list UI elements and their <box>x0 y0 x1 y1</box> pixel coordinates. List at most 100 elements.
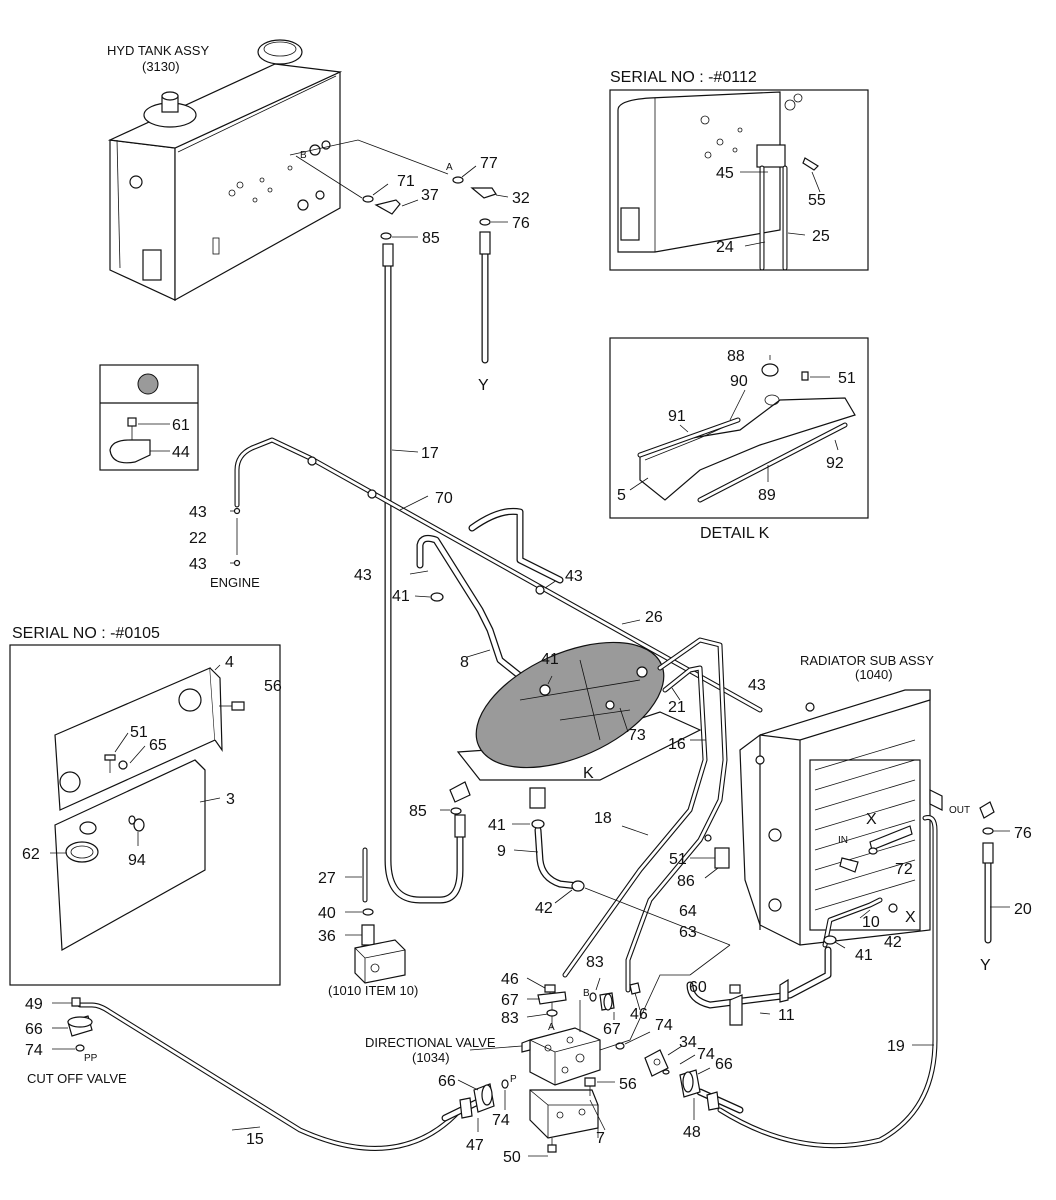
port-a-valve: A <box>548 1022 555 1033</box>
callout-32: 32 <box>512 190 530 207</box>
callout-10: 10 <box>862 914 880 931</box>
callout-numbers: 77 71 37 32 76 85 45 55 24 25 88 51 90 9… <box>22 155 1032 1166</box>
inset-serial-0112: SERIAL NO : -#0112 <box>609 69 869 271</box>
callout-42-radiator: 42 <box>884 934 902 951</box>
radiator-assembly: RADIATOR SUB ASSY (1040) OUT IN X X <box>690 653 995 946</box>
radiator-title: RADIATOR SUB ASSY <box>800 653 934 668</box>
clamp-legend-box <box>99 364 199 471</box>
callout-51-detail: 51 <box>838 370 856 387</box>
hose-9 <box>440 781 585 904</box>
callout-18: 18 <box>594 810 612 827</box>
hyd-tank-ref: (3130) <box>142 59 180 74</box>
port-b-tank: B <box>300 150 307 161</box>
callout-74-cutoff: 74 <box>25 1042 43 1059</box>
callout-83-bottom: 83 <box>501 1010 519 1027</box>
callout-4: 4 <box>225 654 234 671</box>
directional-valve: DIRECTIONAL VALVE (1034) A B <box>365 988 615 1157</box>
callout-45: 45 <box>716 165 734 182</box>
port-out-label: OUT <box>949 805 970 816</box>
callout-83-top: 83 <box>586 954 604 971</box>
callout-72: 72 <box>895 861 913 878</box>
port-a-tank: A <box>446 162 453 173</box>
valve-fittings <box>526 974 696 1077</box>
callout-40: 40 <box>318 905 336 922</box>
tank-fittings <box>295 155 509 240</box>
callout-64: 64 <box>679 903 697 920</box>
item-1010-block: (1010 ITEM 10) <box>328 847 418 998</box>
callout-70: 70 <box>435 490 453 507</box>
hyd-tank-assembly: HYD TANK ASSY (3130) B A <box>107 39 453 302</box>
callout-3: 3 <box>226 791 235 808</box>
callout-41-hose9: 41 <box>488 817 506 834</box>
callout-41-hose8: 41 <box>392 588 410 605</box>
callout-43-radiator: 43 <box>748 677 766 694</box>
callout-65: 65 <box>149 737 167 754</box>
item-1010-ref: (1010 ITEM 10) <box>328 983 418 998</box>
callout-24: 24 <box>716 239 734 256</box>
callout-91: 91 <box>668 408 686 425</box>
callout-9: 9 <box>497 843 506 860</box>
hyd-tank-title: HYD TANK ASSY <box>107 43 209 58</box>
pipe-19 <box>717 815 938 1149</box>
y-label-top: Y <box>478 377 489 394</box>
pipe-70: ENGINE <box>210 437 763 713</box>
callout-56-valve: 56 <box>619 1076 637 1093</box>
callout-25: 25 <box>812 228 830 245</box>
hose-17 <box>382 243 466 904</box>
callout-85-mid: 85 <box>409 803 427 820</box>
callout-43-pipe70: 43 <box>565 568 583 585</box>
callout-19: 19 <box>887 1038 905 1055</box>
callout-43-engine-top: 43 <box>189 504 207 521</box>
callout-47: 47 <box>466 1137 484 1154</box>
callout-27: 27 <box>318 870 336 887</box>
callout-46-right: 46 <box>630 1006 648 1023</box>
callout-41-plate: 41 <box>541 651 559 668</box>
port-x-label-2: X <box>905 909 916 926</box>
callout-16: 16 <box>668 736 686 753</box>
callout-22: 22 <box>189 530 207 547</box>
port-x-label-1: X <box>866 811 877 828</box>
hose-20: Y <box>980 827 1010 974</box>
callout-46-left: 46 <box>501 971 519 988</box>
serial-0112-title: SERIAL NO : -#0112 <box>610 69 757 86</box>
hose-10 <box>822 897 883 949</box>
inset-serial-0105: SERIAL NO : -#0105 <box>9 625 281 986</box>
port-p-label: P <box>510 1074 517 1085</box>
callout-48: 48 <box>683 1124 701 1141</box>
directional-valve-ref: (1034) <box>412 1050 450 1065</box>
hose-ends-47-48: P <box>441 1067 744 1132</box>
callout-7: 7 <box>596 1130 605 1147</box>
callout-17: 17 <box>421 445 439 462</box>
callout-76-top: 76 <box>512 215 530 232</box>
callout-43-engine-bottom: 43 <box>189 556 207 573</box>
callout-74-left: 74 <box>492 1112 510 1129</box>
callout-71: 71 <box>397 173 415 190</box>
radiator-ref: (1040) <box>855 667 893 682</box>
callout-26: 26 <box>645 609 663 626</box>
callout-61: 61 <box>172 417 190 434</box>
serial-0105-title: SERIAL NO : -#0105 <box>12 625 160 642</box>
callout-92: 92 <box>826 455 844 472</box>
callout-21: 21 <box>668 699 686 716</box>
callout-85-top: 85 <box>422 230 440 247</box>
detail-k-title: DETAIL K <box>700 525 770 542</box>
callout-50: 50 <box>503 1149 521 1166</box>
callout-67-right: 67 <box>603 1021 621 1038</box>
callout-5: 5 <box>617 487 626 504</box>
callout-88: 88 <box>727 348 745 365</box>
hose-11 <box>686 946 832 1026</box>
callout-43-hose8: 43 <box>354 567 372 584</box>
callout-66-right: 66 <box>715 1056 733 1073</box>
callout-76-right: 76 <box>1014 825 1032 842</box>
detail-k-plate: K <box>456 641 702 782</box>
callout-74-valve: 74 <box>655 1017 673 1034</box>
port-in-label: IN <box>838 835 848 846</box>
hose-8 <box>409 507 564 692</box>
callout-86: 86 <box>677 873 695 890</box>
callout-44: 44 <box>172 444 190 461</box>
k-label: K <box>583 765 594 782</box>
callout-42-hose9: 42 <box>535 900 553 917</box>
callout-66-left: 66 <box>438 1073 456 1090</box>
callout-56-inset: 56 <box>264 678 282 695</box>
pipe-15: PP CUT OFF VALVE <box>27 997 463 1151</box>
